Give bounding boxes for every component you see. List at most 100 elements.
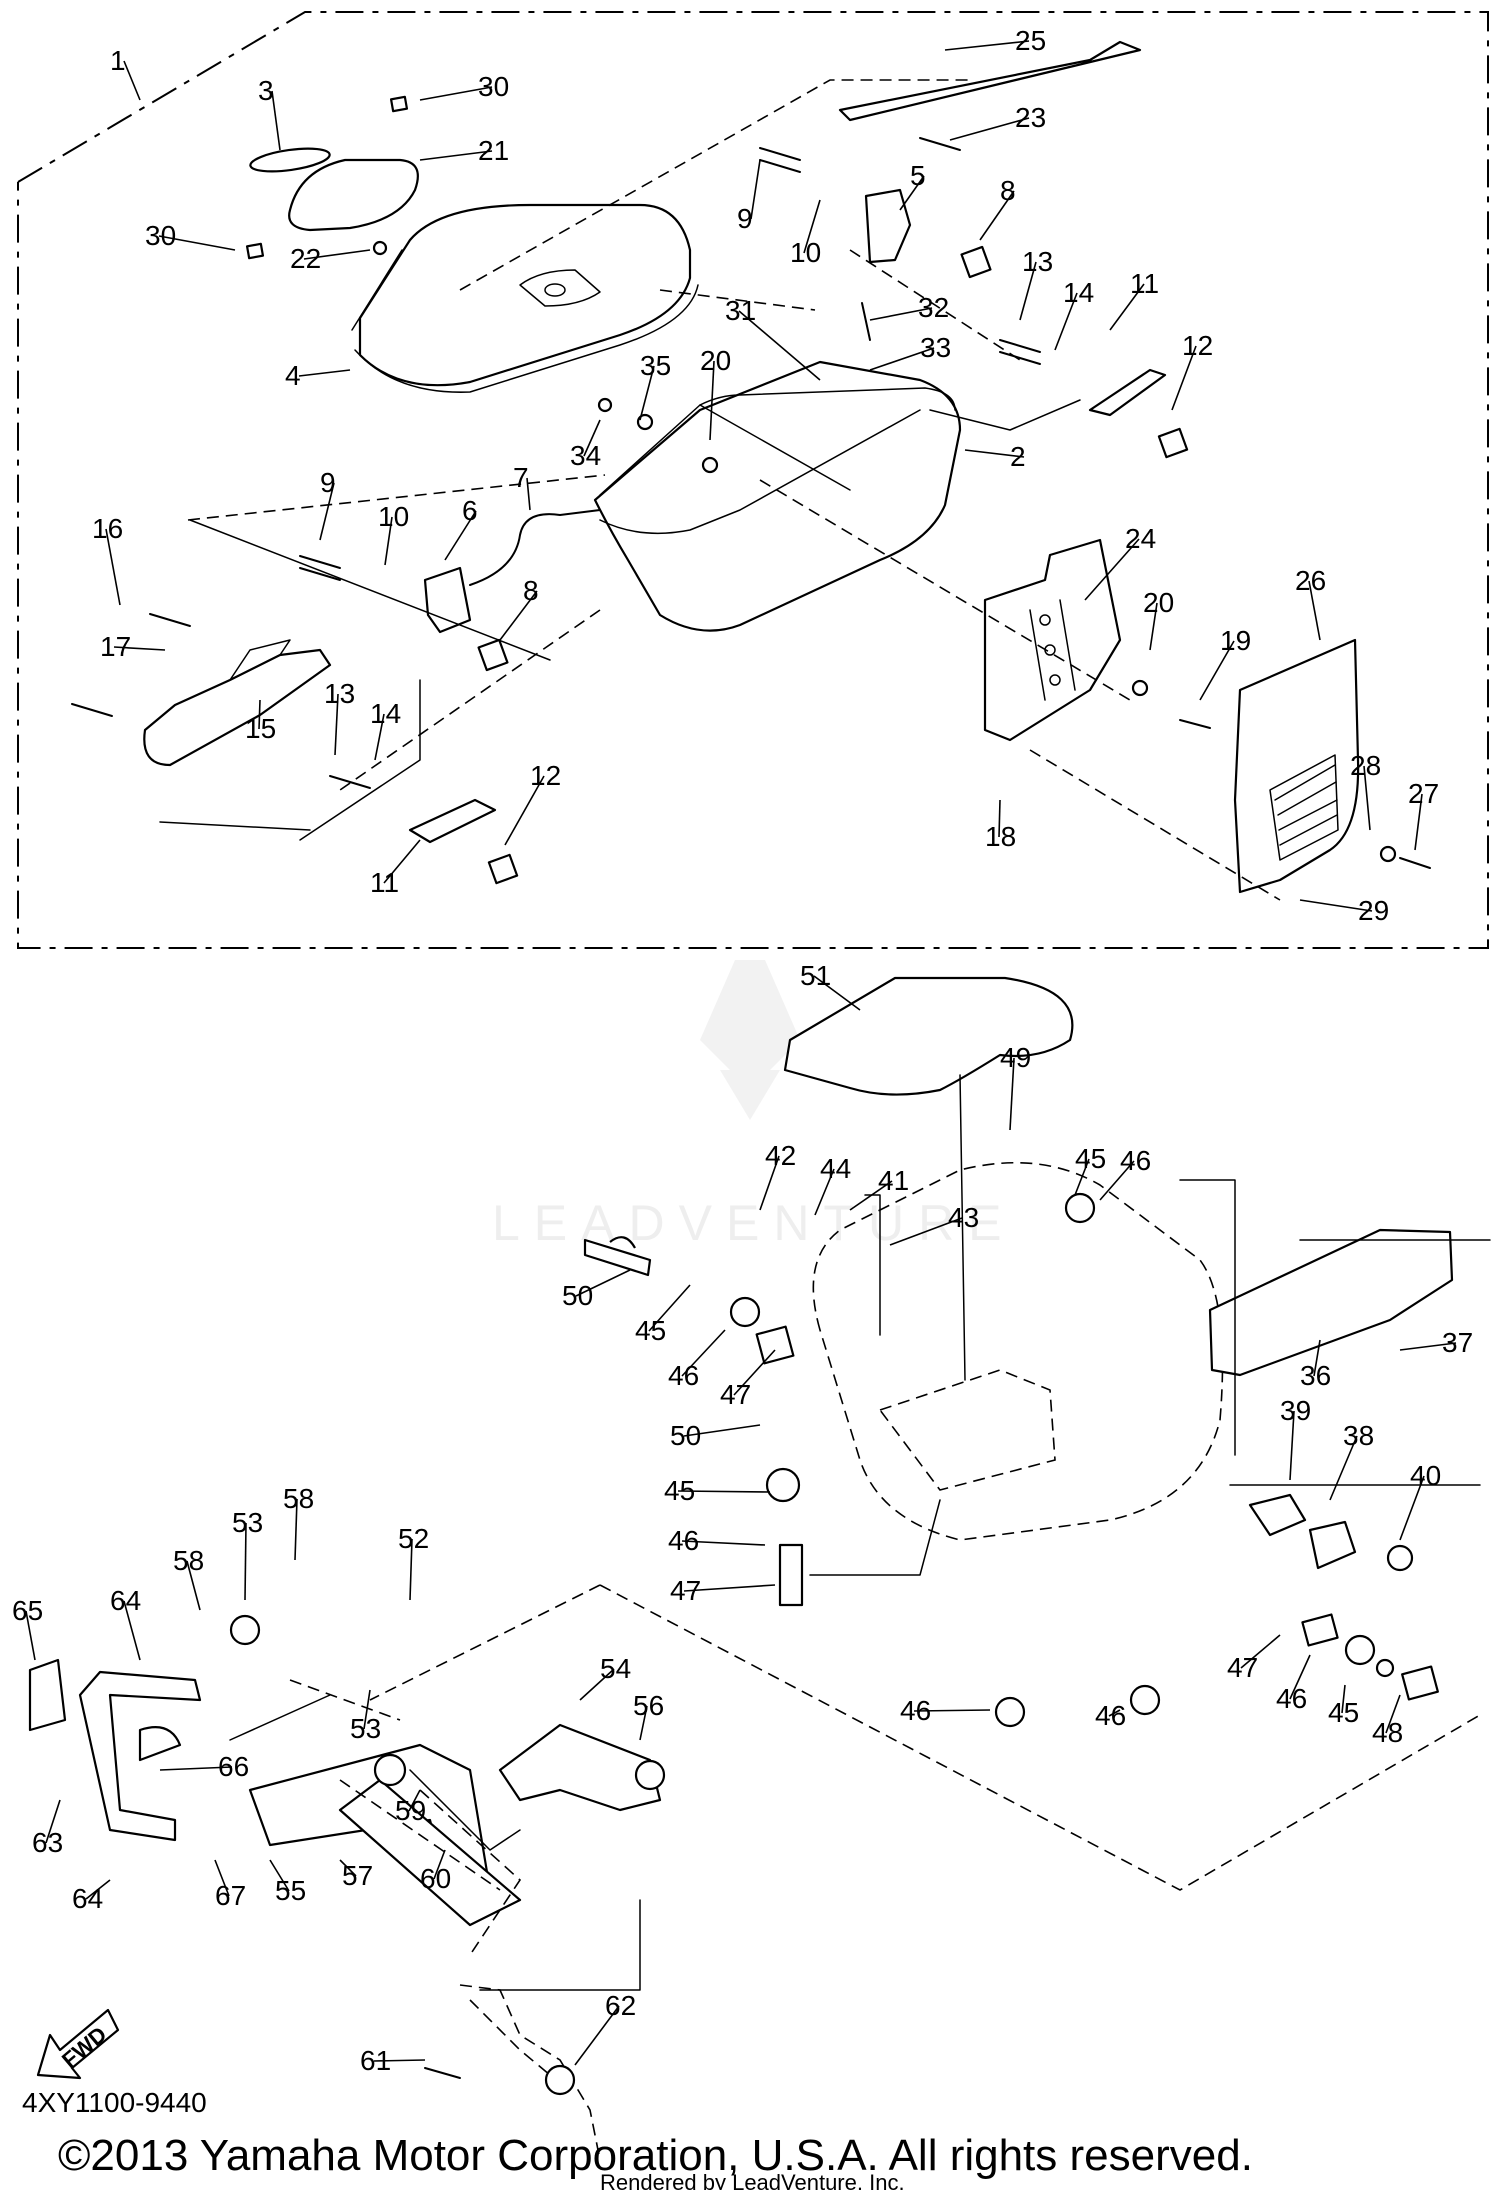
lower-guides [229, 1074, 1491, 1991]
callout-leader [1341, 1684, 1346, 1714]
callout-leader [899, 175, 925, 211]
callout-number: 30 [478, 71, 509, 102]
callout-leader [681, 1540, 766, 1546]
callout-leader [583, 419, 601, 457]
callout-number: 6 [462, 495, 478, 526]
callout-leader [105, 528, 121, 606]
callout-number: 62 [605, 1990, 636, 2021]
callout-leader [363, 1689, 371, 1730]
saddlebag-lid [351, 203, 699, 393]
callout-number: 48 [1372, 1717, 1403, 1748]
callout-number: 44 [820, 1153, 851, 1184]
callout-number: 27 [1408, 778, 1439, 809]
callout-number: 57 [342, 1860, 373, 1891]
callout-number: 51 [800, 960, 831, 991]
callout-number: 32 [918, 292, 949, 323]
callout-number: 9 [320, 467, 336, 498]
callout-number: 34 [570, 440, 601, 471]
callout-number: 25 [1015, 25, 1046, 56]
callout-leader [159, 1766, 233, 1771]
callout-number: 1 [110, 45, 126, 76]
side-bracket [1248, 1493, 1414, 1572]
callout-leader [298, 369, 351, 377]
callout-leader [1414, 793, 1423, 851]
callout-leader [294, 1498, 298, 1561]
callout-leader [964, 449, 1025, 458]
callout-number: 10 [790, 237, 821, 268]
callout-number: 28 [1350, 750, 1381, 781]
callout-number: 21 [478, 135, 509, 166]
callout-number: 8 [523, 575, 539, 606]
callout-leader [1171, 345, 1197, 411]
copyright-notice: ©2013 Yamaha Motor Corporation, U.S.A. A… [58, 2131, 1253, 2180]
callout-leader [738, 310, 821, 381]
callout-leader [949, 117, 1030, 141]
callout-number: 46 [1120, 1145, 1151, 1176]
callout-leader [1289, 1654, 1311, 1700]
callout-number: 56 [633, 1690, 664, 1721]
callout-leader [258, 699, 261, 730]
callout-leader [319, 482, 335, 541]
callout-number: 11 [1130, 268, 1159, 299]
callout-leader [45, 1799, 61, 1844]
callout-number: 58 [173, 1545, 204, 1576]
callout-leader [1108, 1709, 1121, 1717]
callout-leader [123, 60, 141, 101]
callout-number: 5 [910, 160, 926, 191]
rear-bracket [983, 538, 1122, 742]
callout-leader [681, 1329, 726, 1377]
callout-leader [269, 1859, 290, 1892]
callout-leader [979, 190, 1015, 241]
callout-number: 58 [283, 1483, 314, 1514]
callout-number: 13 [1022, 246, 1053, 277]
rendered-by-note: Rendered by LeadVenture, Inc. [600, 2170, 905, 2190]
watermark-text: LEADVENTURE [492, 1195, 1016, 1251]
callout-leader [113, 646, 166, 651]
callout-leader [1109, 283, 1145, 331]
callout-number: 30 [145, 220, 176, 251]
callout-number: 11 [370, 867, 399, 898]
callout-leader [1363, 765, 1371, 831]
callout-leader [1199, 640, 1235, 701]
callout-number: 59 [395, 1795, 426, 1826]
hinge-bracket [143, 639, 332, 767]
grab-bar [28, 1658, 202, 1842]
callout-leader [1299, 899, 1373, 912]
callout-number: 64 [72, 1883, 103, 1914]
callout-leader [750, 159, 761, 220]
callout-number: 61 [360, 2045, 391, 2076]
callout-number: 7 [513, 462, 529, 493]
callout-number: 22 [290, 243, 321, 274]
callout-number: 47 [720, 1379, 751, 1410]
callout-leader [444, 510, 477, 561]
saddlebag-case [593, 360, 962, 632]
callout-leader [1019, 261, 1037, 321]
lower-stay [424, 1984, 601, 2161]
callout-number: 23 [1015, 102, 1046, 133]
callout-number: 52 [398, 1523, 429, 1554]
callout-leader [244, 1522, 247, 1601]
callout-leader [803, 199, 821, 254]
bag-mat [783, 976, 1074, 1096]
callout-leader [499, 590, 538, 641]
callout-leader [409, 1538, 413, 1601]
callout-number: 64 [110, 1585, 141, 1616]
callout-number: 10 [378, 501, 409, 532]
callout-number: 53 [232, 1507, 263, 1538]
callout-leader [1099, 1160, 1135, 1201]
callout-number: 37 [1442, 1327, 1473, 1358]
support-frame [229, 1614, 666, 1927]
callout-leader [639, 365, 655, 421]
lid-emblem [245, 95, 419, 260]
callout-leader [25, 1610, 36, 1661]
callout-number: 40 [1410, 1460, 1441, 1491]
callout-number: 54 [600, 1653, 631, 1684]
callout-number: 42 [765, 1140, 796, 1171]
callout-number: 46 [1095, 1700, 1126, 1731]
reference-code: 4XY1100-9440 [22, 2087, 207, 2118]
callout-number: 12 [1182, 330, 1213, 361]
upper-guides [159, 79, 1281, 901]
callout-leader [271, 90, 281, 151]
callout-number: 14 [1063, 277, 1094, 308]
callout-number: 20 [700, 345, 731, 376]
